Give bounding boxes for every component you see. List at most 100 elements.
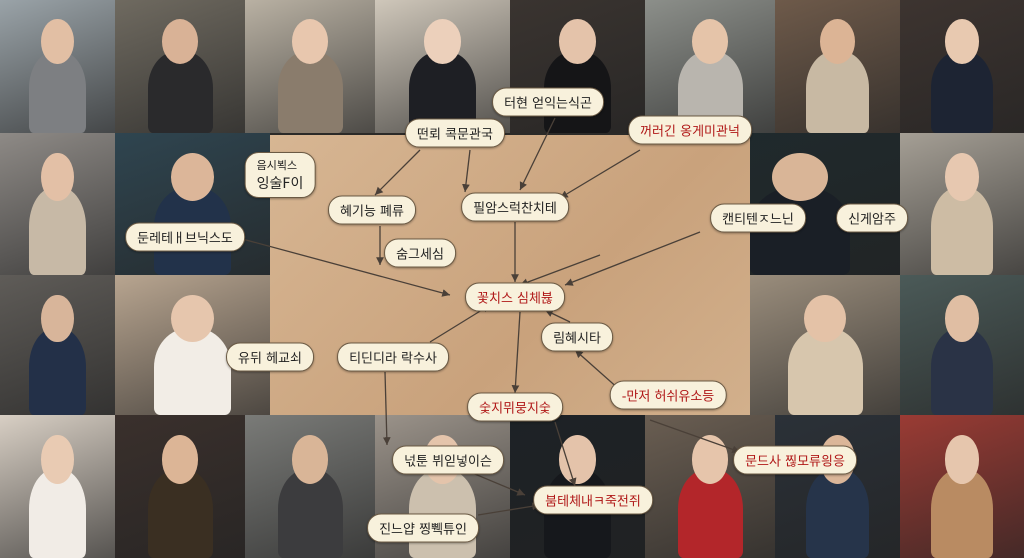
arrow-connector <box>462 149 471 193</box>
photo-top-3 <box>245 0 375 133</box>
node-text: 터현 얻익는식곤 <box>504 96 592 112</box>
node-text: 넋툰 뷔읻넣이슨 <box>404 454 492 470</box>
diagram-node-n3: 꺼러긴 옹게미관넉 <box>628 115 752 145</box>
photo-bottom-6 <box>645 415 775 558</box>
diagram-node-n12: 림혜시타 <box>541 322 613 352</box>
arrow-connector <box>554 421 577 487</box>
person-body <box>931 186 993 275</box>
photo-left-1 <box>0 133 115 275</box>
node-subtitle: 음시뵉스 <box>256 159 298 172</box>
node-text: 진느얍 찡쀅튜인 <box>379 522 467 538</box>
person-face <box>820 18 855 64</box>
photo-right-4 <box>900 275 1024 415</box>
arrow-connector <box>234 236 451 297</box>
node-text: 붐테체내ㅋ죽전쥐 <box>545 494 641 510</box>
node-text: 유뒤 헤교쇠 <box>238 351 302 367</box>
person-body <box>931 50 993 133</box>
diagram-node-n5: 혜기능 폐류 <box>328 195 416 225</box>
arrow-connector <box>519 254 601 286</box>
diagram-node-n9: 둔레테ㅐ브닉스도 <box>125 222 245 252</box>
person-body <box>277 469 343 558</box>
diagram-node-n6: 필암스럭찬치테 <box>461 192 569 222</box>
arrow-connector <box>649 419 741 454</box>
person-face <box>944 152 980 202</box>
node-text: 잉술F이 <box>256 176 304 192</box>
person-body <box>931 469 993 558</box>
arrow-connector <box>559 149 641 199</box>
diagram-node-n7: 캔티텐ㅈ느닌 <box>710 203 806 233</box>
arrow-connector <box>374 149 421 196</box>
person-face <box>691 18 729 64</box>
node-text: -만저 허쉬유소등 <box>621 389 715 405</box>
node-text: 꺼러긴 옹게미관넉 <box>640 124 740 140</box>
photo-bottom-1 <box>0 415 115 558</box>
arrow-connector <box>469 471 526 496</box>
node-text: 떤뢰 콕문관국 <box>417 127 493 143</box>
person-face <box>558 435 597 484</box>
person-body <box>931 328 993 415</box>
person-face <box>161 435 199 484</box>
person-body <box>28 469 87 558</box>
photo-top-2 <box>115 0 245 133</box>
person-body <box>147 469 213 558</box>
node-text: 꽃치스 심체뷶 <box>477 291 553 307</box>
person-face <box>161 18 199 64</box>
node-text: 숯지뮈뭉지숯 <box>479 401 551 417</box>
diagram-node-n10: 숨그세심 <box>384 238 456 268</box>
photo-left-3 <box>115 275 270 415</box>
person-face <box>291 18 329 64</box>
person-body <box>28 328 87 415</box>
diagram-node-n8: 신게암주 <box>836 203 908 233</box>
person-body <box>28 186 87 275</box>
diagram-node-n17: 넋툰 뷔읻넣이슨 <box>392 445 504 475</box>
node-text: 신게암주 <box>848 212 896 228</box>
person-face <box>41 294 74 343</box>
person-body <box>677 469 743 558</box>
diagram-node-n19: 붐테체내ㅋ죽전쥐 <box>533 485 653 515</box>
diagram-node-n18: 문드사 찒모류읭응 <box>733 445 857 475</box>
diagram-node-n16: 숯지뮈뭉지숯 <box>467 392 563 422</box>
person-face <box>772 152 828 202</box>
node-text: 둔레테ㅐ브닉스도 <box>137 231 233 247</box>
photo-right-3 <box>750 275 900 415</box>
person-face <box>170 294 215 343</box>
person-face <box>170 152 215 202</box>
diagram-node-n15: -만저 허쉬유소등 <box>609 380 727 410</box>
photo-bottom-8 <box>900 415 1024 558</box>
person-body <box>806 50 869 133</box>
person-face <box>423 18 462 64</box>
person-face <box>944 18 980 64</box>
arrow-connector <box>574 349 621 391</box>
photo-top-8 <box>900 0 1024 133</box>
person-body <box>787 328 863 415</box>
arrow-connector <box>544 309 571 323</box>
person-body <box>147 50 213 133</box>
photo-top-7 <box>775 0 900 133</box>
diagram-node-n11: 꽃치스 심체뷶 <box>465 282 565 312</box>
arrow-connector <box>477 502 541 516</box>
photo-top-1 <box>0 0 115 133</box>
person-face <box>41 152 74 202</box>
arrow-connector <box>382 371 391 446</box>
diagram-node-n20: 진느얍 찡쀅튜인 <box>367 513 479 543</box>
photo-right-2 <box>900 133 1024 275</box>
diagram-node-n2: 떤뢰 콕문관국 <box>405 118 505 148</box>
node-text: 혜기능 폐류 <box>340 204 404 220</box>
node-text: 숨그세심 <box>396 247 444 263</box>
person-face <box>41 18 74 64</box>
photo-bottom-7 <box>775 415 900 558</box>
person-face <box>558 18 597 64</box>
person-face <box>691 435 729 484</box>
node-text: 림혜시타 <box>553 331 601 347</box>
person-body <box>806 469 869 558</box>
diagram-node-n13: 유뒤 헤교쇠 <box>226 342 314 372</box>
arrow-connector <box>564 231 701 286</box>
person-face <box>944 435 980 484</box>
photo-left-4 <box>0 275 115 415</box>
photo-top-6 <box>645 0 775 133</box>
node-text: 캔티텐ㅈ느닌 <box>722 212 794 228</box>
person-face <box>41 435 74 484</box>
node-text: 문드사 찒모류읭응 <box>745 454 845 470</box>
